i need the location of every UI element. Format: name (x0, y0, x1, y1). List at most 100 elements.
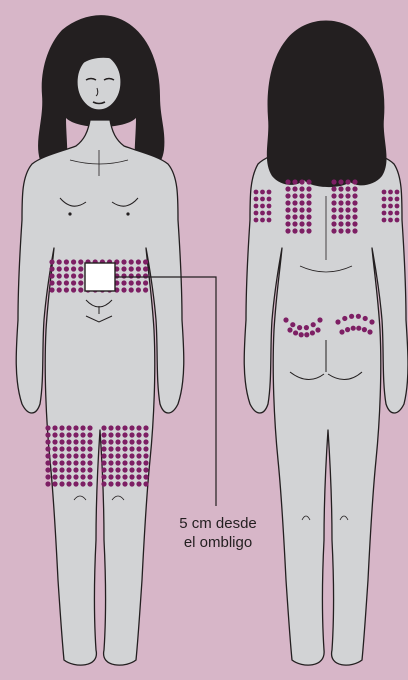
injection-dot (80, 467, 85, 472)
injection-dot (59, 439, 64, 444)
injection-dot (306, 186, 311, 191)
injection-dot (143, 474, 148, 479)
injection-dot (87, 460, 92, 465)
injection-dot (108, 481, 113, 486)
injection-dot (292, 221, 297, 226)
injection-dot (129, 481, 134, 486)
injection-dot (351, 326, 356, 331)
injection-dot (122, 425, 127, 430)
injection-dot (297, 325, 302, 330)
injection-dot (45, 425, 50, 430)
injection-dot (45, 453, 50, 458)
injection-dot (73, 460, 78, 465)
injection-dot (108, 467, 113, 472)
injection-dot (299, 228, 304, 233)
injection-dot (129, 432, 134, 437)
injection-dot (352, 228, 357, 233)
injection-dot (369, 319, 374, 324)
injection-dot (136, 446, 141, 451)
injection-dot (290, 322, 295, 327)
injection-dot (352, 186, 357, 191)
injection-dot (87, 467, 92, 472)
injection-dot (331, 207, 336, 212)
injection-dot (64, 266, 69, 271)
injection-dot (52, 460, 57, 465)
injection-dot (115, 467, 120, 472)
injection-dot (52, 432, 57, 437)
injection-dot (108, 432, 113, 437)
injection-dot (267, 204, 272, 209)
injection-dot (143, 467, 148, 472)
injection-dot (78, 273, 83, 278)
injection-dot (338, 221, 343, 226)
injection-dot (136, 280, 141, 285)
injection-dot (136, 259, 141, 264)
injection-dot (311, 322, 316, 327)
injection-dot (136, 273, 141, 278)
injection-dot (143, 425, 148, 430)
injection-dot (64, 280, 69, 285)
injection-dot (345, 228, 350, 233)
injection-dot (254, 190, 259, 195)
injection-dot (338, 193, 343, 198)
injection-dot (66, 439, 71, 444)
injection-dot (129, 453, 134, 458)
injection-dot (260, 211, 265, 216)
injection-dot (101, 432, 106, 437)
injection-dot (80, 453, 85, 458)
injection-dot (352, 200, 357, 205)
injection-dot (395, 190, 400, 195)
injection-dot (338, 200, 343, 205)
injection-dot (101, 446, 106, 451)
injection-dot (382, 190, 387, 195)
injection-dot (108, 439, 113, 444)
injection-dot (129, 287, 134, 292)
injection-dot (338, 228, 343, 233)
injection-dot (129, 280, 134, 285)
injection-dot (356, 326, 361, 331)
injection-dot (45, 460, 50, 465)
injection-dot (299, 200, 304, 205)
injection-dot (49, 266, 54, 271)
injection-dot (338, 179, 343, 184)
injection-dot (339, 329, 344, 334)
injection-dot (57, 259, 62, 264)
injection-dot (122, 453, 127, 458)
injection-dot (143, 481, 148, 486)
injection-dot (108, 446, 113, 451)
back-body-figure (244, 21, 408, 666)
injection-dot (345, 179, 350, 184)
injection-dot (143, 280, 148, 285)
injection-dot (57, 287, 62, 292)
injection-dot (306, 207, 311, 212)
injection-dot (306, 200, 311, 205)
injection-dot (80, 425, 85, 430)
injection-dot (306, 228, 311, 233)
injection-dot (78, 280, 83, 285)
injection-dot (64, 287, 69, 292)
injection-dot (304, 325, 309, 330)
injection-dot (293, 330, 298, 335)
injection-dot (338, 186, 343, 191)
injection-dot (129, 474, 134, 479)
injection-dot (45, 481, 50, 486)
injection-dot (121, 287, 126, 292)
injection-dot (143, 439, 148, 444)
injection-dot (66, 467, 71, 472)
injection-dot (254, 197, 259, 202)
injection-dot (57, 280, 62, 285)
injection-dot (66, 432, 71, 437)
injection-dot (382, 197, 387, 202)
injection-dot (382, 204, 387, 209)
injection-dot (395, 211, 400, 216)
injection-dot (136, 439, 141, 444)
injection-dot (115, 474, 120, 479)
injection-dot (49, 287, 54, 292)
injection-dot (292, 200, 297, 205)
injection-dot (285, 186, 290, 191)
injection-dot (285, 179, 290, 184)
injection-dot (331, 186, 336, 191)
injection-dot (136, 287, 141, 292)
injection-dot (45, 439, 50, 444)
injection-dot (52, 446, 57, 451)
